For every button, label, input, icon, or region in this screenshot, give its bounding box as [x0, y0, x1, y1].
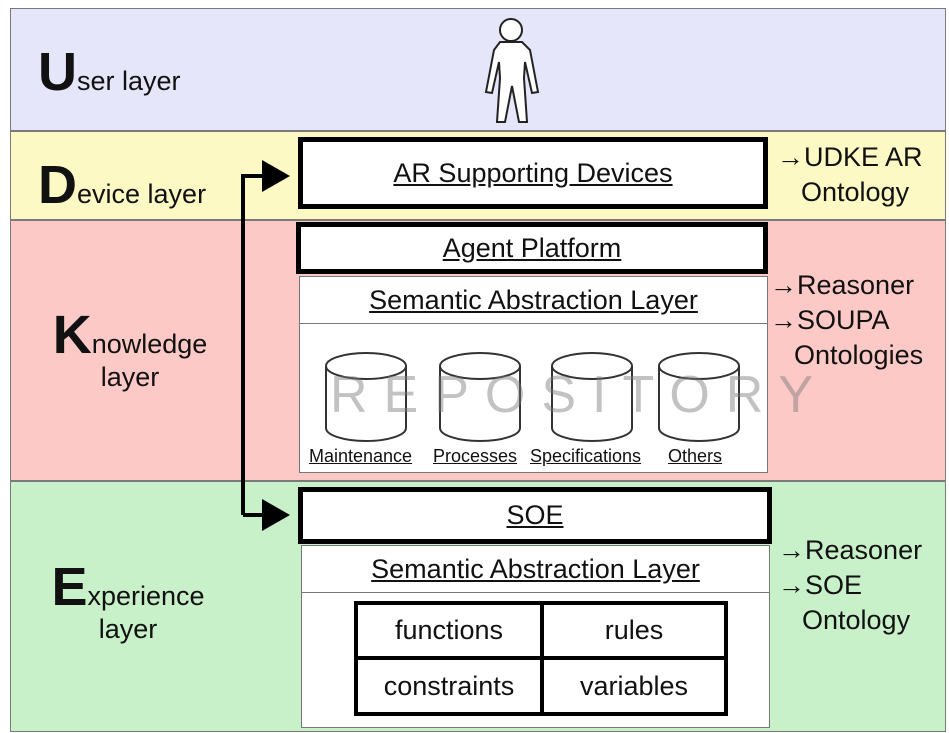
device-layer-initial: D [38, 155, 77, 215]
device-note-line: →UDKE AR [777, 142, 923, 172]
database-label-specifications: Specifications [530, 446, 642, 466]
user-layer-text: ser layer [77, 66, 181, 96]
experience-layer-text: xperience [87, 581, 205, 611]
cell-variables: variables [540, 656, 728, 716]
soe-box: SOE [298, 487, 772, 544]
experience-semantic-abstraction-layer: Semantic Abstraction Layer [301, 545, 770, 593]
knowledge-note-line: →SOUPA [770, 305, 890, 336]
database-label-others: Others [668, 446, 723, 466]
cell-functions: functions [354, 601, 544, 660]
experience-notes: →Reasoner →SOE Ontology [778, 533, 922, 638]
user-layer-initial: U [38, 42, 77, 102]
user-layer-band [10, 8, 946, 131]
agent-platform-box: Agent Platform [296, 222, 768, 274]
device-layer-label: Device layer [38, 158, 206, 212]
knowledge-semantic-abstraction-layer: Semantic Abstraction Layer [299, 276, 768, 324]
knowledge-layer-label: Knowledge layer [40, 308, 220, 393]
knowledge-layer-text: nowledge [91, 329, 208, 359]
database-label-processes: Processes [433, 446, 518, 466]
device-layer-text: evice layer [77, 179, 207, 209]
cell-rules: rules [540, 601, 728, 660]
device-notes: →UDKE AR Ontology [777, 140, 923, 210]
cell-constraints: constraints [354, 656, 544, 716]
knowledge-layer-text-line2: layer [100, 362, 160, 392]
knowledge-note-line: Ontologies [794, 340, 924, 371]
database-label-maintenance: Maintenance [309, 446, 413, 466]
repository-watermark: REPOSITORY [330, 366, 830, 424]
experience-note-line: →Reasoner [778, 535, 923, 565]
knowledge-note-line: →Reasoner [770, 270, 915, 300]
experience-layer-label: Experience layer [38, 560, 218, 645]
knowledge-layer-initial: K [52, 305, 92, 365]
experience-note-line: →SOE [778, 570, 863, 601]
device-note-line: Ontology [801, 177, 910, 208]
user-layer-label: User layer [38, 45, 181, 99]
experience-note-line: Ontology [802, 605, 911, 636]
experience-layer-initial: E [51, 557, 88, 617]
ar-supporting-devices-box: AR Supporting Devices [298, 137, 768, 209]
knowledge-notes: →Reasoner →SOUPA Ontologies [770, 268, 923, 373]
experience-layer-text-line2: layer [98, 614, 158, 644]
